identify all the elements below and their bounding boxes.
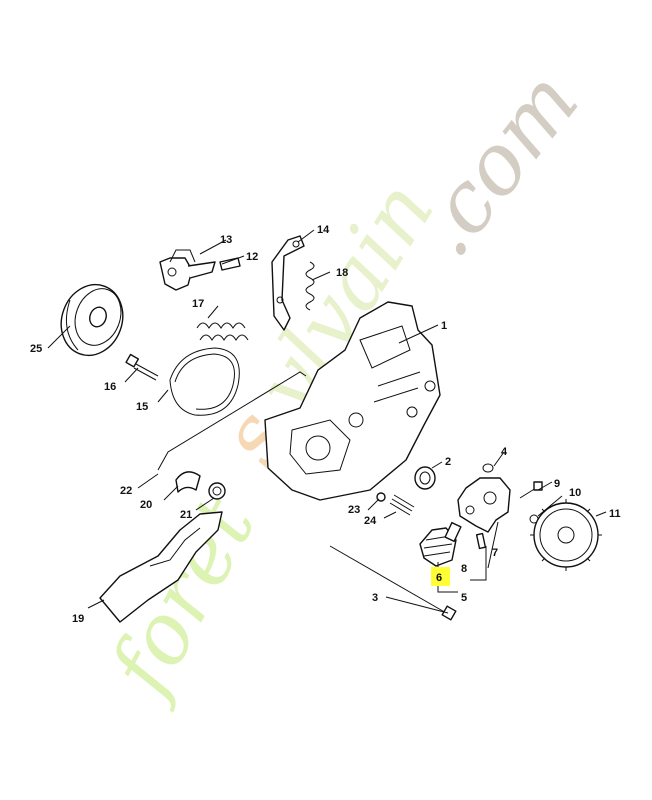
part-2-bushing [414, 466, 436, 490]
label-part-25[interactable]: 25 [30, 343, 42, 355]
label-part-15[interactable]: 15 [136, 401, 148, 413]
part-7-pump-housing [457, 477, 511, 533]
part-14-linkage [271, 235, 305, 331]
label-part-21[interactable]: 21 [180, 509, 192, 521]
part-22-rod [157, 371, 307, 471]
part-1-crankcase [264, 301, 441, 501]
label-part-11[interactable]: 11 [609, 508, 621, 520]
label-part-6[interactable]: 6 [436, 572, 442, 584]
label-part-2[interactable]: 2 [445, 456, 451, 468]
part-12-pin [219, 257, 241, 271]
label-part-23[interactable]: 23 [348, 504, 360, 516]
label-part-1[interactable]: 1 [441, 320, 447, 332]
part-24-spring [389, 494, 415, 516]
leader-lines [47, 229, 607, 614]
label-part-16[interactable]: 16 [104, 381, 116, 393]
part-3-bolt [329, 545, 457, 621]
label-part-10[interactable]: 10 [569, 487, 581, 499]
part-4-oring [482, 463, 494, 473]
label-part-18[interactable]: 18 [336, 267, 348, 279]
label-part-3[interactable]: 3 [372, 592, 378, 604]
label-part-24[interactable]: 24 [364, 515, 377, 527]
part-13-lever [159, 249, 216, 291]
part-15-band [169, 347, 240, 416]
label-part-8[interactable]: 8 [461, 563, 467, 575]
part-19-handle [99, 511, 223, 623]
label-part-13[interactable]: 13 [220, 234, 232, 246]
part-21-spring [208, 482, 226, 500]
label-part-12[interactable]: 12 [246, 251, 258, 263]
label-part-22[interactable]: 22 [120, 485, 132, 497]
label-part-5[interactable]: 5 [461, 592, 467, 604]
label-part-17[interactable]: 17 [192, 298, 204, 310]
label-part-9[interactable]: 9 [554, 478, 560, 490]
part-labels: 1 2 3 4 5 6 7 8 9 10 11 12 13 14 15 16 1… [30, 224, 621, 625]
part-18-spring [305, 261, 315, 311]
part-25-drum [60, 283, 124, 357]
label-part-20[interactable]: 20 [140, 499, 152, 511]
label-part-14[interactable]: 14 [317, 224, 330, 236]
part-11-sprocket [530, 499, 602, 571]
label-part-4[interactable]: 4 [501, 446, 508, 458]
part-6-worm-gear [419, 521, 462, 567]
part-16-screw [125, 353, 159, 381]
part-6-highlight [431, 567, 450, 586]
label-part-7[interactable]: 7 [492, 547, 498, 559]
part-17-spring [196, 322, 249, 341]
part-20-clip [175, 471, 201, 493]
label-part-19[interactable]: 19 [72, 613, 84, 625]
part-8-pin [475, 532, 487, 550]
